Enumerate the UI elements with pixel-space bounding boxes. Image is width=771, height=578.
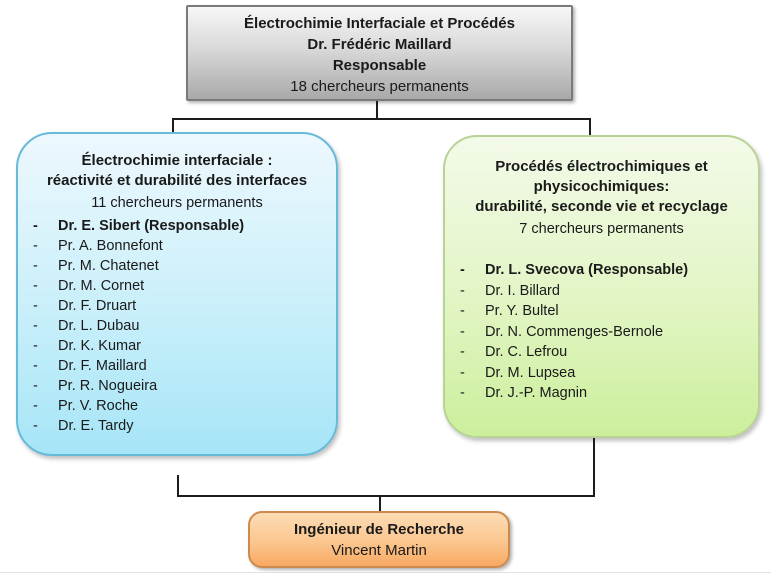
list-item: - Dr. M. Lupsea <box>460 363 758 384</box>
connector-bottom-right-vertical <box>593 438 595 497</box>
team-title-line: réactivité et durabilité des interfaces <box>46 172 308 189</box>
list-item: - Pr. R. Nogueira <box>33 376 336 396</box>
connector-top-left-drop <box>172 118 174 134</box>
list-item: - Dr. J.-P. Magnin <box>460 383 758 404</box>
member-name: Dr. E. Tardy <box>58 418 134 434</box>
connector-bottom-center-drop <box>379 495 381 512</box>
team-count: 11 chercheurs permanents <box>91 195 263 211</box>
list-bullet: - <box>33 318 38 334</box>
member-name: Dr. K. Kumar <box>58 338 141 354</box>
list-bullet: - <box>33 418 38 434</box>
member-list: - Dr. E. Sibert (Responsable) - Pr. A. Bonn… <box>18 216 336 436</box>
team-title-line: Procédés électrochimiques et <box>495 158 708 175</box>
connector-bottom-horizontal <box>177 495 595 497</box>
page-bottom-divider <box>0 572 771 573</box>
list-item: - Dr. L. Svecova (Responsable) <box>460 260 758 281</box>
member-name: Dr. L. Dubau <box>58 318 140 334</box>
root-unit-count: 18 chercheurs permanents <box>290 78 469 95</box>
connector-bottom-left-vertical <box>177 475 179 497</box>
team-title-line: durabilité, seconde vie et recyclage <box>475 198 728 215</box>
list-item: - Dr. I. Billard <box>460 281 758 302</box>
connector-top-stem <box>376 101 378 120</box>
team-count: 7 chercheurs permanents <box>519 221 684 237</box>
list-item: - Pr. Y. Bultel <box>460 301 758 322</box>
list-bullet: - <box>460 385 465 401</box>
list-bullet: - <box>460 282 465 299</box>
list-item: - Dr. F. Druart <box>33 296 336 316</box>
member-name: Pr. M. Chatenet <box>58 258 159 274</box>
team-box-procedes-electrochimiques: Procédés électrochimiques et physicochim… <box>443 135 760 438</box>
connector-top-horizontal <box>172 118 591 120</box>
member-list: - Dr. L. Svecova (Responsable) - Dr. I. Bil… <box>445 260 758 404</box>
list-item: - Dr. K. Kumar <box>33 336 336 356</box>
member-name: Pr. A. Bonnefont <box>58 238 163 254</box>
member-name: Dr. F. Druart <box>58 298 137 314</box>
list-item: - Dr. F. Maillard <box>33 356 336 376</box>
list-bullet: - <box>33 358 38 374</box>
list-item: - Pr. M. Chatenet <box>33 256 336 276</box>
root-unit-box: Électrochimie Interfaciale et Procédés D… <box>186 5 573 101</box>
list-bullet: - <box>33 398 38 414</box>
list-bullet: - <box>33 378 38 394</box>
list-item: - Dr. N. Commenges-Bernole <box>460 322 758 343</box>
team-title-line: physicochimiques: <box>533 178 670 195</box>
engineer-name: Vincent Martin <box>331 542 427 559</box>
engineer-title: Ingénieur de Recherche <box>293 521 465 538</box>
member-name: Dr. F. Maillard <box>58 358 147 374</box>
list-bullet: - <box>33 258 38 274</box>
member-name: Dr. J.-P. Magnin <box>485 385 588 401</box>
list-bullet: - <box>33 278 38 294</box>
member-name: Dr. M. Lupsea <box>485 364 576 381</box>
connector-top-right-drop <box>589 118 591 137</box>
list-item: - Dr. L. Dubau <box>33 316 336 336</box>
root-unit-title: Électrochimie Interfaciale et Procédés <box>244 15 515 32</box>
member-name: Dr. C. Lefrou <box>485 344 568 360</box>
list-item: - Pr. A. Bonnefont <box>33 236 336 256</box>
member-name: Dr. L. Svecova (Responsable) <box>485 262 689 278</box>
member-name: Dr. E. Sibert (Responsable) <box>58 218 245 234</box>
root-unit-role: Responsable <box>332 57 427 74</box>
list-item: - Dr. E. Sibert (Responsable) <box>33 216 336 236</box>
list-bullet: - <box>460 323 465 340</box>
member-name: Pr. V. Roche <box>58 398 139 414</box>
list-item: - Dr. C. Lefrou <box>460 342 758 363</box>
member-name: Pr. Y. Bultel <box>485 303 559 319</box>
team-title-line: Électrochimie interfaciale : <box>81 152 273 169</box>
list-bullet: - <box>460 303 465 319</box>
list-item: - Pr. V. Roche <box>33 396 336 416</box>
team-box-electrochimie-interfaciale: Électrochimie interfaciale : réactivité … <box>16 132 338 456</box>
list-bullet: - <box>33 298 38 314</box>
member-name: Dr. I. Billard <box>485 282 560 299</box>
list-bullet: - <box>33 338 38 354</box>
list-item: - Dr. M. Cornet <box>33 276 336 296</box>
list-bullet: - <box>460 364 465 381</box>
list-bullet: - <box>460 344 465 360</box>
engineer-box: Ingénieur de Recherche Vincent Martin <box>248 511 510 568</box>
list-bullet: - <box>33 238 38 254</box>
list-item: - Dr. E. Tardy <box>33 416 336 436</box>
root-unit-lead: Dr. Frédéric Maillard <box>307 36 452 53</box>
member-name: Dr. N. Commenges-Bernole <box>485 323 664 340</box>
member-name: Dr. M. Cornet <box>58 278 145 294</box>
member-name: Pr. R. Nogueira <box>58 378 158 394</box>
list-bullet: - <box>460 262 465 278</box>
list-bullet: - <box>33 218 38 234</box>
